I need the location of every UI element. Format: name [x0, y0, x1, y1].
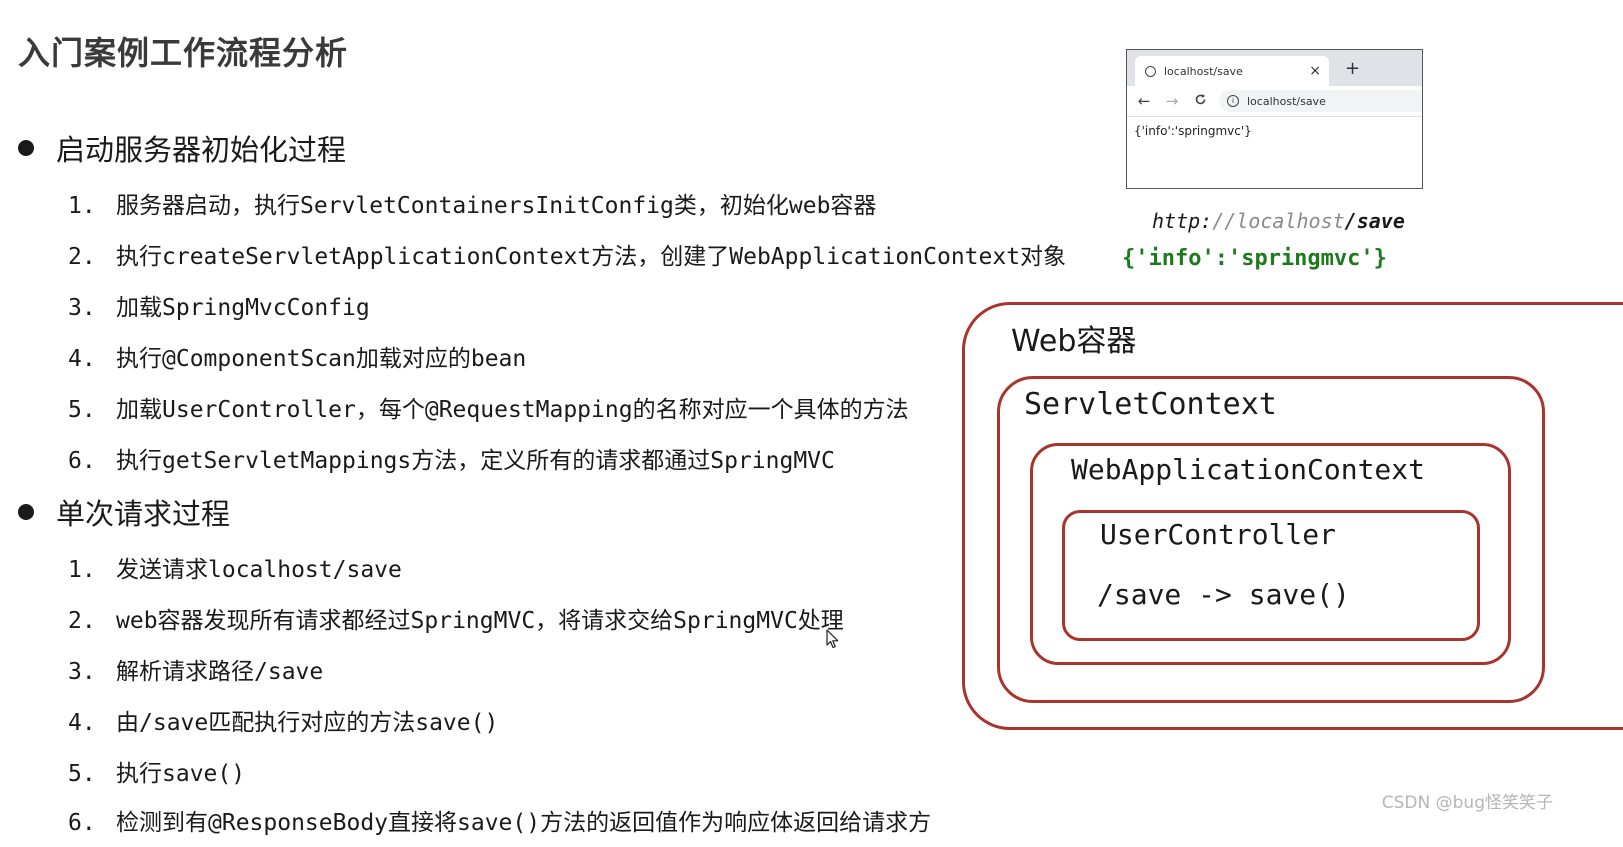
list-item: 2. 执行createServletApplicationContext方法，创…	[68, 237, 1066, 271]
url-host: //localhost	[1212, 209, 1345, 233]
step-text: 执行getServletMappings方法，定义所有的请求都通过SpringM…	[116, 448, 835, 474]
step-number: 1.	[68, 193, 96, 219]
step-number: 3.	[68, 295, 96, 321]
list-item: 1. 发送请求localhost/save	[68, 550, 402, 584]
web-application-context-label: WebApplicationContext	[1071, 453, 1426, 486]
web-container-label: Web容器	[1011, 324, 1137, 359]
web-application-context-box	[1030, 443, 1511, 665]
step-text: 加载SpringMvcConfig	[116, 295, 370, 321]
section-label: 启动服务器初始化过程	[56, 133, 347, 167]
list-item: 6. 检测到有@ResponseBody直接将save()方法的返回值作为响应体…	[68, 803, 931, 837]
step-text: 执行save()	[116, 761, 246, 787]
step-number: 2.	[68, 608, 96, 634]
step-number: 3.	[68, 659, 96, 685]
globe-icon	[1145, 65, 1156, 77]
list-item: 4. 由/save匹配执行对应的方法save()	[68, 703, 498, 737]
list-item: 5. 执行save()	[68, 754, 245, 788]
response-body: {'info':'springmvc'}	[1134, 124, 1252, 138]
step-text: web容器发现所有请求都经过SpringMVC，将请求交给SpringMVC处理	[116, 608, 844, 634]
request-url: http://localhost/save	[1152, 209, 1405, 233]
step-number: 6.	[68, 810, 96, 836]
step-number: 4.	[68, 346, 96, 372]
list-item: 6. 执行getServletMappings方法，定义所有的请求都通过Spri…	[68, 441, 835, 475]
tab-title: localhost/save	[1164, 64, 1243, 78]
response-json: {'info':'springmvc'}	[1122, 246, 1387, 271]
user-controller-label: UserController	[1100, 518, 1337, 551]
url-path: /save	[1344, 209, 1405, 233]
step-text: 解析请求路径/save	[116, 659, 324, 685]
browser-screenshot: localhost/save × + ← → i localhost/save …	[1126, 49, 1423, 189]
web-container-box	[962, 302, 1623, 730]
info-icon: i	[1227, 95, 1239, 107]
route-mapping-label: /save -> save()	[1097, 578, 1350, 611]
address-bar: i localhost/save	[1219, 90, 1422, 112]
step-text: 执行createServletApplicationContext方法，创建了W…	[116, 244, 1067, 270]
forward-arrow-icon: →	[1165, 92, 1179, 110]
step-number: 6.	[68, 448, 96, 474]
step-text: 由/save匹配执行对应的方法save()	[116, 710, 499, 736]
reload-icon-glyph	[1195, 94, 1205, 105]
reload-icon	[1193, 92, 1207, 110]
list-item: 3. 解析请求路径/save	[68, 652, 323, 686]
browser-tab-bar: localhost/save × +	[1127, 50, 1422, 86]
page-title: 入门案例工作流程分析	[18, 34, 349, 72]
step-text: 服务器启动，执行ServletContainersInitConfig类，初始化…	[116, 193, 877, 219]
bullet-dot-icon	[18, 504, 34, 520]
step-number: 5.	[68, 761, 96, 787]
section-label: 单次请求过程	[56, 497, 231, 531]
servlet-context-label: ServletContext	[1024, 387, 1277, 422]
mouse-cursor-icon	[826, 629, 839, 649]
step-text: 检测到有@ResponseBody直接将save()方法的返回值作为响应体返回给…	[116, 810, 932, 836]
browser-tab: localhost/save ×	[1135, 56, 1329, 86]
servlet-context-box	[997, 376, 1545, 703]
section-heading-request: 单次请求过程	[18, 491, 230, 533]
bullet-dot-icon	[18, 140, 34, 156]
list-item: 5. 加载UserController，每个@RequestMapping的名称…	[68, 390, 909, 424]
step-number: 4.	[68, 710, 96, 736]
address-text: localhost/save	[1247, 94, 1326, 108]
browser-toolbar: ← → i localhost/save	[1127, 86, 1422, 117]
list-item: 4. 执行@ComponentScan加载对应的bean	[68, 339, 526, 373]
section-heading-startup: 启动服务器初始化过程	[18, 127, 346, 169]
user-controller-box	[1062, 510, 1480, 641]
step-text: 发送请求localhost/save	[116, 557, 402, 583]
step-number: 1.	[68, 557, 96, 583]
list-item: 3. 加载SpringMvcConfig	[68, 288, 370, 322]
list-item: 1. 服务器启动，执行ServletContainersInitConfig类，…	[68, 186, 876, 220]
watermark: CSDN @bug怪笑笑子	[1381, 793, 1553, 813]
step-text: 加载UserController，每个@RequestMapping的名称对应一…	[116, 397, 909, 423]
url-scheme: http:	[1152, 209, 1213, 233]
close-icon: ×	[1309, 63, 1321, 79]
list-item: 2. web容器发现所有请求都经过SpringMVC，将请求交给SpringMV…	[68, 601, 844, 635]
step-text: 执行@ComponentScan加载对应的bean	[116, 346, 527, 372]
step-number: 5.	[68, 397, 96, 423]
step-number: 2.	[68, 244, 96, 270]
plus-icon: +	[1345, 58, 1361, 79]
back-arrow-icon: ←	[1137, 92, 1151, 110]
